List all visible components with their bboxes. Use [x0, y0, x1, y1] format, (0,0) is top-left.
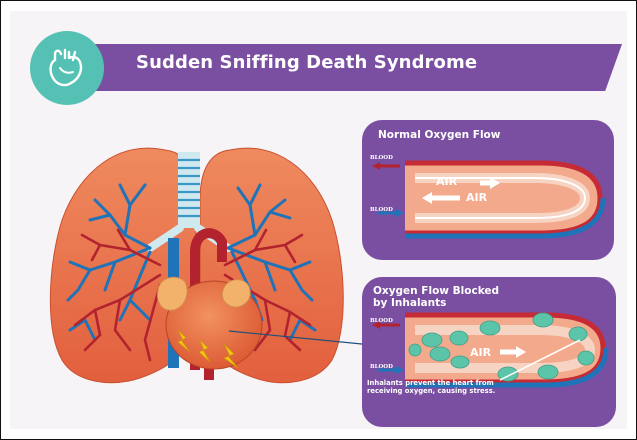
normal-flow-panel: [362, 120, 614, 260]
blood-label-top: BLOOD: [370, 155, 393, 161]
air-label-blocked: AIR: [470, 346, 491, 359]
blood-label-bottom: BLOOD: [370, 207, 393, 213]
lungs-illustration: [50, 148, 343, 383]
blood-label-top-blocked: BLOOD: [370, 318, 393, 324]
blood-label-bottom-blocked: BLOOD: [370, 364, 393, 370]
normal-flow-title: Normal Oxygen Flow: [378, 129, 500, 141]
blocked-flow-title-line1: Oxygen Flow Blocked: [373, 285, 499, 297]
air-label-in: AIR: [436, 175, 457, 188]
air-label-out: AIR: [466, 191, 487, 204]
blocked-flow-title-line2: by Inhalants: [373, 297, 446, 309]
inhalant-note: Inhalants prevent the heart from receivi…: [367, 379, 507, 395]
